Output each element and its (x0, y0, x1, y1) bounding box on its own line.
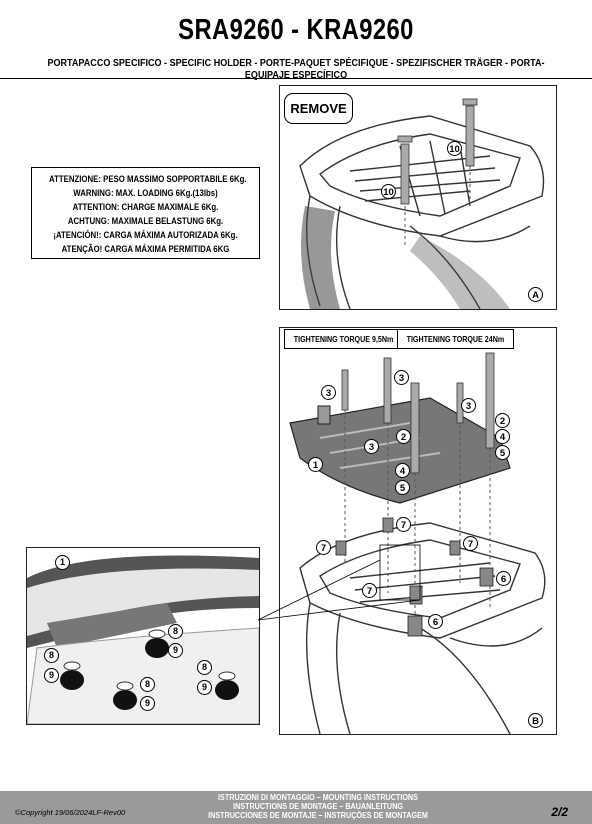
callout-8: 8 (140, 677, 155, 692)
warning-line-it: ATTENZIONE: PESO MASSIMO SOPPORTABILE 6K… (49, 174, 247, 184)
detail-panel-drawing (27, 555, 259, 724)
panel-a-illustration (279, 85, 557, 310)
load-warning-box: ATTENZIONE: PESO MASSIMO SOPPORTABILE 6K… (31, 167, 260, 259)
callout-9: 9 (44, 668, 59, 683)
detail-corner-label: 1 (55, 555, 70, 570)
torque-label-24nm: TIGHTENING TORQUE 24Nm (397, 329, 514, 349)
panel-b-illustration (279, 327, 557, 735)
callout-9: 9 (140, 696, 155, 711)
warning-line-fr: ATTENTION: CHARGE MAXIMALE 6Kg. (72, 202, 219, 212)
callout-7: 7 (316, 540, 331, 555)
instructions-line: ISTRUZIONI DI MONTAGGIO – MOUNTING INSTR… (218, 793, 418, 802)
panel-a-drawing (299, 98, 545, 309)
warning-line-es: ¡ATENCIÓN!: CARGA MÁXIMA AUTORIZADA 6Kg. (53, 230, 238, 240)
instructions-heading: ISTRUZIONI DI MONTAGGIO – MOUNTING INSTR… (180, 793, 456, 820)
instructions-line: INSTRUCTIONS DE MONTAGE – BAUANLEITUNG (233, 802, 403, 811)
callout-3: 3 (364, 439, 379, 454)
copyright-text: ©Copyright 19/06/2024LF-Rev00 (15, 808, 126, 817)
callout-10-upper: 10 (447, 141, 462, 156)
callout-7: 7 (362, 583, 377, 598)
instructions-line: INSTRUCCIONES DE MONTAJE – INSTRUÇÕES DE… (208, 811, 428, 820)
header-divider (0, 78, 592, 79)
callout-6: 6 (428, 614, 443, 629)
callout-8: 8 (168, 624, 183, 639)
callout-9: 9 (197, 680, 212, 695)
callout-10-lower: 10 (381, 184, 396, 199)
callout-5: 5 (495, 445, 510, 460)
page-number: 2/2 (551, 805, 568, 819)
panel-a-corner-label: A (528, 287, 543, 302)
callout-4: 4 (395, 463, 410, 478)
page-title: SRA9260 - KRA9260 (178, 14, 414, 46)
detail-panel-1 (26, 547, 260, 725)
callout-9: 9 (168, 643, 183, 658)
callout-2: 2 (396, 429, 411, 444)
callout-8: 8 (44, 648, 59, 663)
warning-line-pt: ATENÇÃO! CARGA MÁXIMA PERMITIDA 6KG (61, 244, 230, 254)
torque-label-9-5nm: TIGHTENING TORQUE 9,5Nm (284, 329, 399, 349)
callout-8: 8 (197, 660, 212, 675)
remove-label: REMOVE (284, 93, 353, 124)
panel-b-corner-label: B (528, 713, 543, 728)
callout-2: 2 (495, 413, 510, 428)
callout-3: 3 (394, 370, 409, 385)
warning-line-en: WARNING: MAX. LOADING 6Kg.(13lbs) (73, 188, 218, 198)
warning-line-de: ACHTUNG: MAXIMALE BELASTUNG 6Kg. (67, 216, 224, 226)
footer-bar (0, 791, 592, 824)
callout-5: 5 (395, 480, 410, 495)
callout-1: 1 (308, 457, 323, 472)
callout-3: 3 (321, 385, 336, 400)
callout-7: 7 (463, 536, 478, 551)
callout-6: 6 (496, 571, 511, 586)
callout-3: 3 (461, 398, 476, 413)
callout-4: 4 (495, 429, 510, 444)
callout-7: 7 (396, 517, 411, 532)
